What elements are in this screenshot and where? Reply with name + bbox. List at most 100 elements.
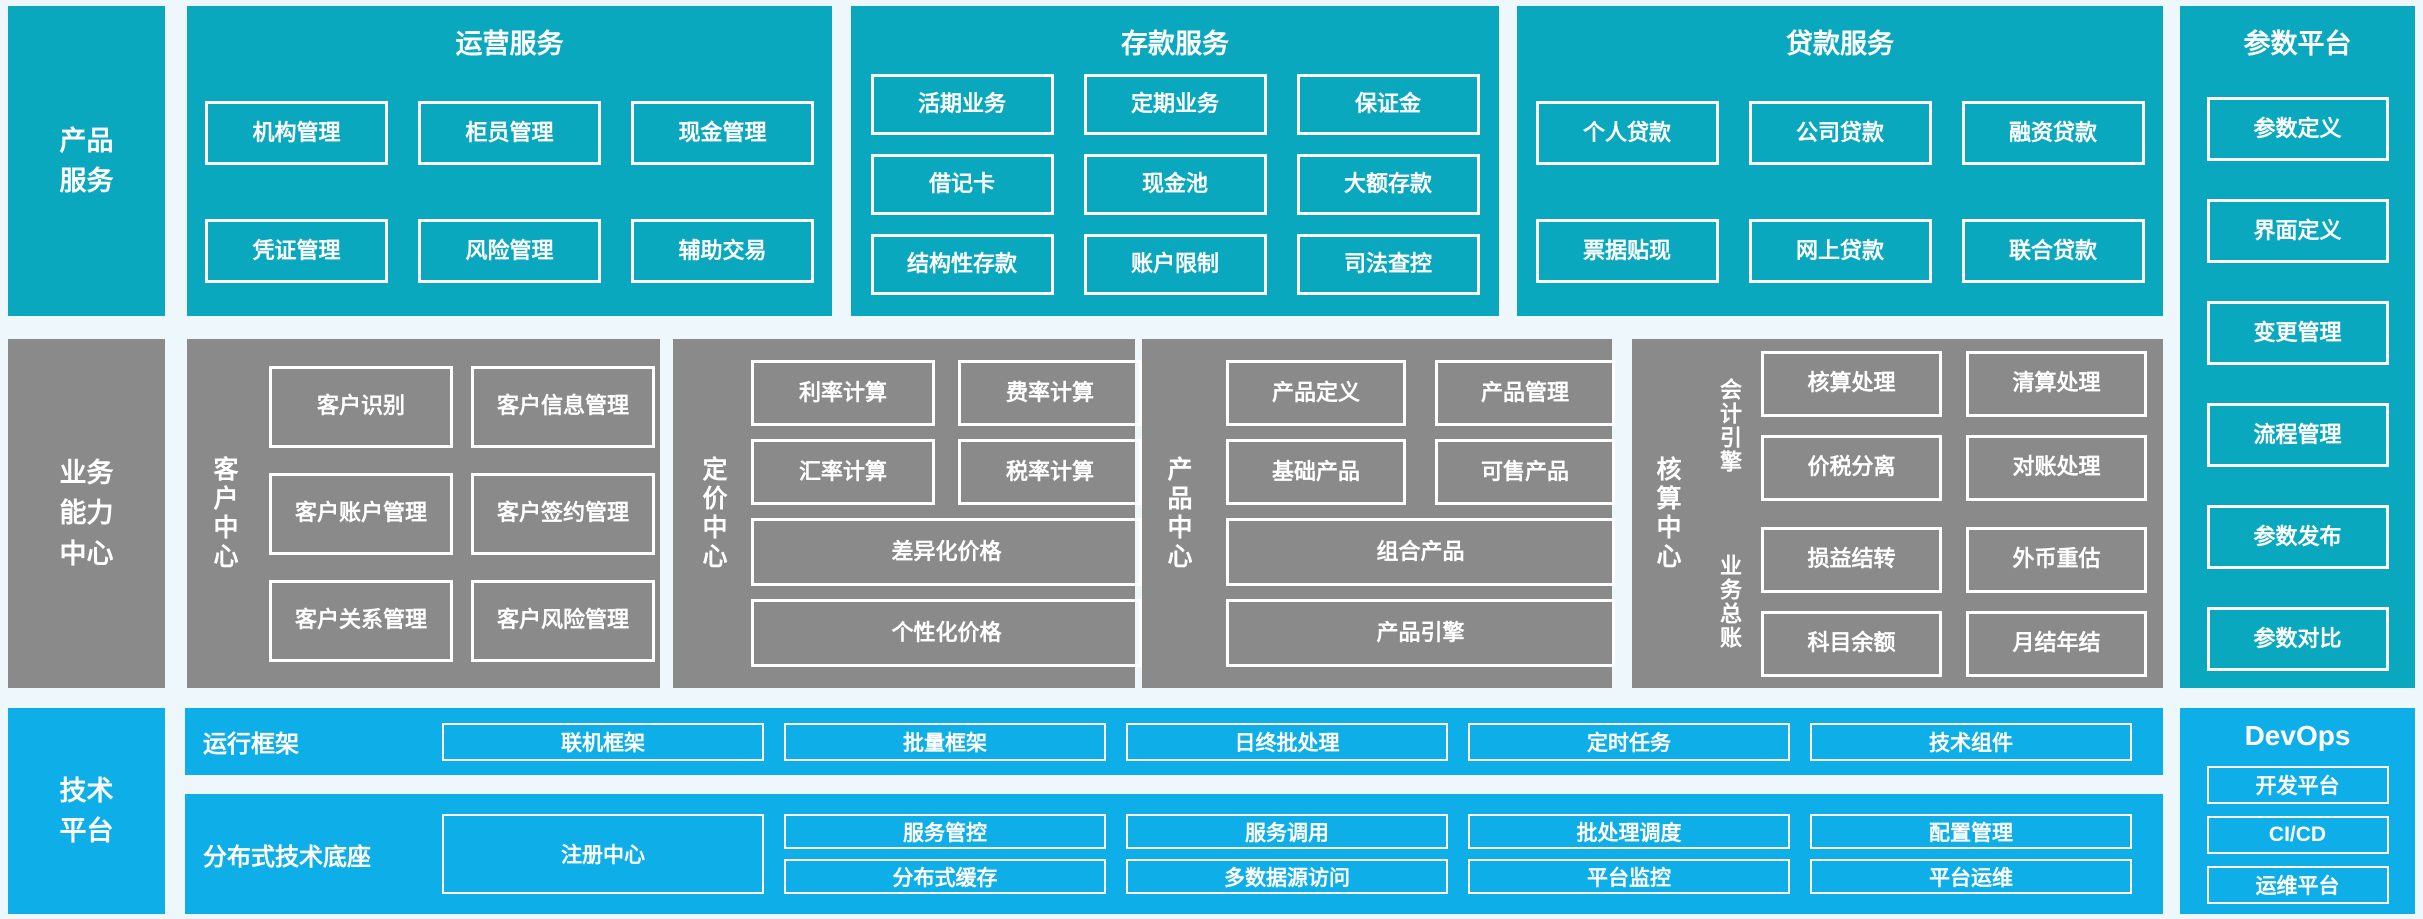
section-vertical-label: 客户中心 [210, 455, 238, 572]
module-box: 产品引擎 [1226, 599, 1615, 667]
section-product-center: 产品中心 产品定义 产品管理 基础产品 可售产品 组合产品 产品引擎 [1142, 339, 1615, 688]
module-box: 网上贷款 [1748, 219, 1932, 283]
module-box: 活期业务 [870, 74, 1054, 135]
pricing-grid: 利率计算 费率计算 汇率计算 税率计算 差异化价格 个性化价格 [751, 360, 1142, 667]
rail-business-capability-label: 业务能力中心 [59, 457, 114, 569]
module-box: 客户账户管理 [269, 472, 453, 555]
module-box: 损益结转 [1761, 526, 1942, 593]
module-box: 平台运维 [1810, 859, 2132, 894]
module-box: 定期业务 [1083, 74, 1267, 135]
module-box: 运维平台 [2206, 866, 2389, 904]
module-box: 融资贷款 [1961, 101, 2145, 165]
module-box: 产品管理 [1435, 360, 1615, 426]
band-runtime-framework: 运行框架 联机框架 批量框架 日终批处理 定时任务 技术组件 [185, 708, 2163, 775]
rail-business-capability-center: 业务能力中心 [8, 339, 165, 688]
module-box: 组合产品 [1226, 518, 1615, 586]
distributed-boxes: 注册中心 服务管控 分布式缓存 服务调用 多数据源访问 批处理调度 平台监控 配… [442, 814, 2132, 894]
distributed-column: 批处理调度 平台监控 [1468, 814, 1790, 894]
module-box: 现金管理 [631, 101, 814, 165]
section-pricing-center: 定价中心 利率计算 费率计算 汇率计算 税率计算 差异化价格 个性化价格 [673, 339, 1142, 688]
module-box: 结构性存款 [870, 234, 1054, 295]
module-box: 联合贷款 [1961, 219, 2145, 283]
section-title: 参数平台 [2243, 29, 2352, 59]
module-box: 多数据源访问 [1126, 859, 1448, 894]
module-box: 批量框架 [784, 722, 1106, 761]
module-box: 客户关系管理 [269, 579, 453, 662]
business-ledger-grid: 损益结转 外币重估 科目余额 月结年结 [1761, 526, 2147, 677]
module-box: 基础产品 [1226, 439, 1406, 505]
module-box: 利率计算 [751, 360, 935, 426]
module-box: 个人贷款 [1535, 101, 1719, 165]
module-box: 定时任务 [1468, 722, 1790, 761]
section-vertical-label: 产品中心 [1164, 455, 1192, 572]
module-box: 配置管理 [1810, 814, 2132, 849]
module-box: 柜员管理 [418, 101, 601, 165]
section-loan-services: 贷款服务 个人贷款 公司贷款 融资贷款 票据贴现 网上贷款 联合贷款 [1517, 6, 2163, 316]
module-box: 核算处理 [1761, 350, 1942, 417]
module-box: 参数对比 [2206, 607, 2389, 671]
module-box: 现金池 [1083, 154, 1267, 215]
module-box: 票据贴现 [1535, 219, 1719, 283]
customer-grid: 客户识别 客户信息管理 客户账户管理 客户签约管理 客户关系管理 客户风险管理 [269, 365, 655, 662]
module-box: 流程管理 [2206, 403, 2389, 467]
module-box: 差异化价格 [751, 518, 1142, 586]
accounting-engine-grid: 核算处理 清算处理 价税分离 对账处理 [1761, 350, 2147, 501]
module-box: 月结年结 [1966, 610, 2147, 677]
module-box: 客户识别 [269, 365, 453, 448]
section-customer-center: 客户中心 客户识别 客户信息管理 客户账户管理 客户签约管理 客户关系管理 客户… [187, 339, 660, 688]
section-devops: DevOps 开发平台 CI/CD 运维平台 [2180, 708, 2415, 914]
section-title: 运营服务 [455, 29, 564, 59]
module-box: 保证金 [1296, 74, 1480, 135]
rail-product-services-label: 产品服务 [59, 125, 114, 197]
module-box: 可售产品 [1435, 439, 1615, 505]
module-box: 分布式缓存 [784, 859, 1106, 894]
accounting-groups: 会计引擎 核算处理 清算处理 价税分离 对账处理 业务总账 损益结转 外币重估 … [1717, 350, 2147, 677]
module-box: 技术组件 [1810, 722, 2132, 761]
rail-product-services: 产品服务 [8, 6, 165, 316]
module-box: 客户风险管理 [471, 579, 655, 662]
band-label: 运行框架 [203, 731, 299, 758]
module-box: CI/CD [2206, 816, 2389, 854]
module-box: 税率计算 [958, 439, 1142, 505]
module-box: 参数发布 [2206, 505, 2389, 569]
module-box: 借记卡 [870, 154, 1054, 215]
deposit-grid: 活期业务 定期业务 保证金 借记卡 现金池 大额存款 结构性存款 账户限制 司法… [851, 74, 1499, 295]
section-title: 存款服务 [1121, 29, 1229, 59]
module-box: 联机框架 [442, 722, 764, 761]
module-box: 汇率计算 [751, 439, 935, 505]
module-box: 参数定义 [2206, 97, 2389, 161]
section-vertical-label: 定价中心 [699, 455, 727, 572]
module-box: 公司贷款 [1748, 101, 1932, 165]
module-box: 服务管控 [784, 814, 1106, 849]
module-box: 批处理调度 [1468, 814, 1790, 849]
module-box: 清算处理 [1966, 350, 2147, 417]
section-accounting-center: 核算中心 会计引擎 核算处理 清算处理 价税分离 对账处理 业务总账 损益结转 … [1632, 339, 2163, 688]
module-box: 客户签约管理 [471, 472, 655, 555]
product-grid: 产品定义 产品管理 基础产品 可售产品 组合产品 产品引擎 [1226, 360, 1615, 667]
rail-technology-platform-label: 技术平台 [59, 775, 114, 847]
module-box: 平台监控 [1468, 859, 1790, 894]
rail-technology-platform: 技术平台 [8, 708, 165, 914]
module-box: 对账处理 [1966, 434, 2147, 501]
module-box: 辅助交易 [631, 219, 814, 283]
module-box: 注册中心 [442, 814, 764, 894]
module-box: 凭证管理 [205, 219, 388, 283]
module-box: 服务调用 [1126, 814, 1448, 849]
distributed-column: 服务调用 多数据源访问 [1126, 814, 1448, 894]
module-box: 界面定义 [2206, 199, 2389, 263]
distributed-column: 服务管控 分布式缓存 [784, 814, 1106, 894]
module-box: 外币重估 [1966, 526, 2147, 593]
module-box: 客户信息管理 [471, 365, 655, 448]
section-parameter-platform: 参数平台 参数定义 界面定义 变更管理 流程管理 参数发布 参数对比 [2180, 6, 2415, 688]
module-box: 个性化价格 [751, 599, 1142, 667]
section-title: DevOps [2244, 720, 2351, 751]
module-box: 账户限制 [1083, 234, 1267, 295]
module-box: 机构管理 [205, 101, 388, 165]
module-box: 变更管理 [2206, 301, 2389, 365]
parameter-platform-list: 参数定义 界面定义 变更管理 流程管理 参数发布 参数对比 [2180, 97, 2415, 671]
runtime-boxes: 联机框架 批量框架 日终批处理 定时任务 技术组件 [442, 722, 2132, 761]
accounting-engine-group: 会计引擎 核算处理 清算处理 价税分离 对账处理 [1717, 350, 2147, 501]
module-box: 费率计算 [958, 360, 1142, 426]
section-vertical-label: 核算中心 [1653, 455, 1681, 572]
module-box: 产品定义 [1226, 360, 1406, 426]
